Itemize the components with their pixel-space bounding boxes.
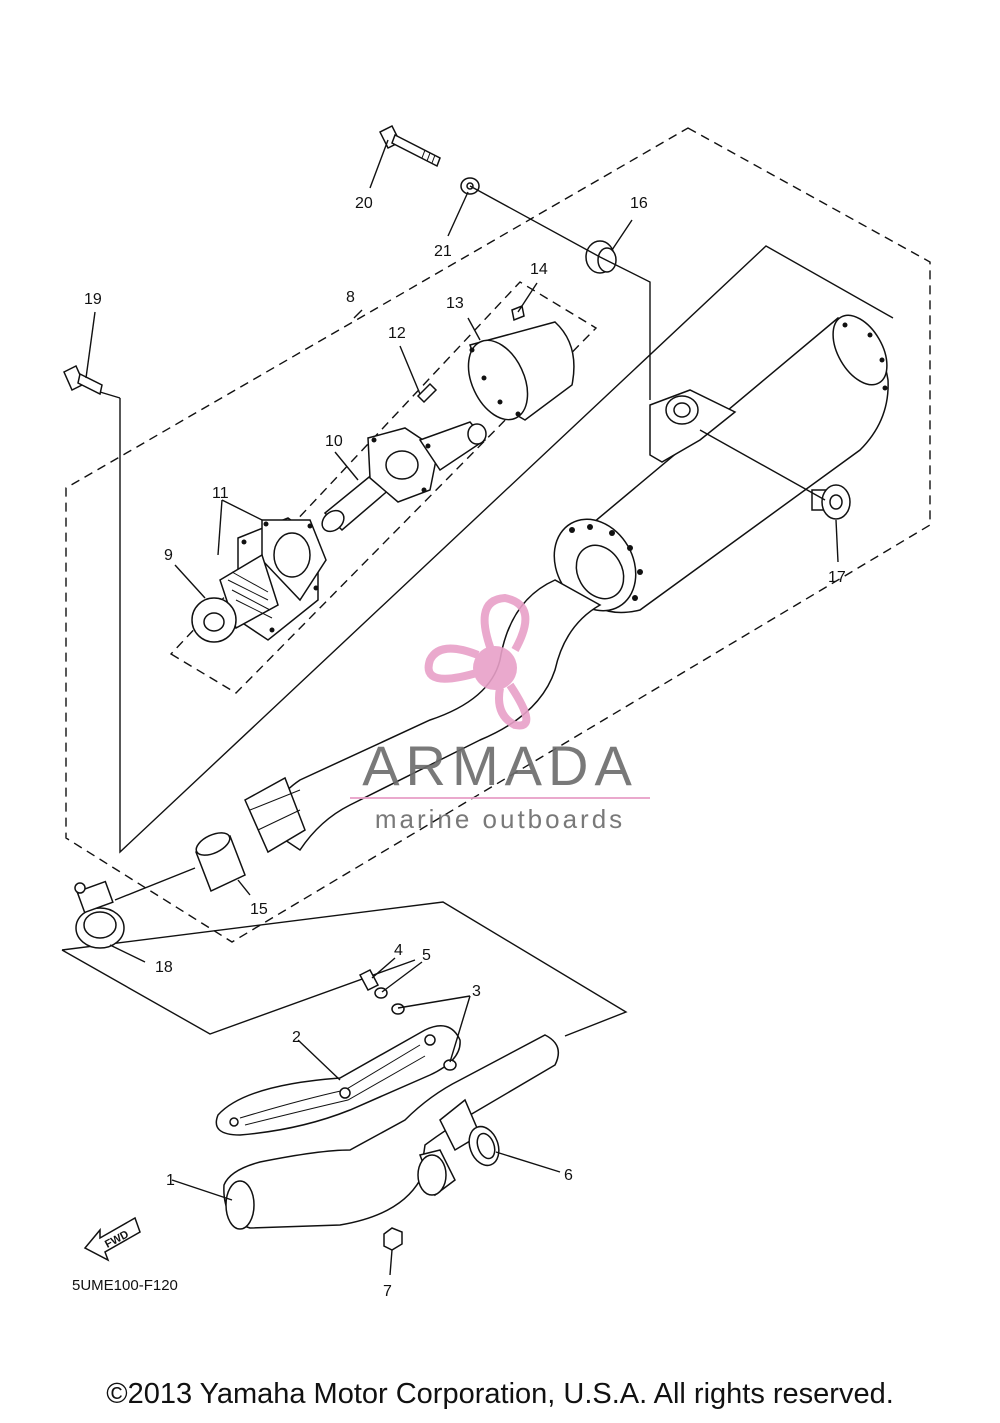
- part-label-7: 7: [383, 1283, 392, 1300]
- fwd-arrow-icon: FWD: [83, 1216, 141, 1262]
- armada-watermark: ARMADA marine outboards: [350, 593, 650, 834]
- part-label-18: 18: [155, 959, 173, 976]
- part-label-14: 14: [530, 261, 548, 278]
- collar-17: [811, 484, 851, 520]
- part-label-12: 12: [388, 325, 406, 342]
- part-labels: 1 2 3 4 5 6 7 8 9 10 11 12 13 14 15 16 1…: [84, 195, 846, 1300]
- bolt-4: [358, 969, 380, 991]
- brand-name: ARMADA: [362, 734, 638, 797]
- leader-lines: [85, 139, 839, 1276]
- nut-7: [383, 1227, 403, 1251]
- assembly-dashed-outline: [65, 127, 931, 943]
- bolt-19: [63, 364, 103, 396]
- part-label-9: 9: [164, 547, 173, 564]
- brand-tagline: marine outboards: [375, 804, 625, 834]
- part-label-15: 15: [250, 901, 268, 918]
- part-label-17: 17: [828, 569, 846, 586]
- bolt-20: [378, 124, 441, 168]
- muffler-group-outline: [119, 245, 894, 854]
- heat-protector: [215, 1025, 461, 1136]
- part-label-1: 1: [166, 1172, 175, 1189]
- part-label-21: 21: [434, 243, 452, 260]
- gasket-6: [468, 1125, 500, 1167]
- washers-3: [391, 1003, 457, 1071]
- part-label-19: 19: [84, 291, 102, 308]
- part-label-16: 16: [630, 195, 648, 212]
- inner-pipe: [321, 421, 487, 533]
- part-label-6: 6: [564, 1167, 573, 1184]
- copyright-notice: ©2013 Yamaha Motor Corporation, U.S.A. A…: [106, 1378, 894, 1410]
- screw-14: [511, 304, 525, 322]
- insert-group-outline: [169, 281, 598, 694]
- part-label-3: 3: [472, 983, 481, 1000]
- part-label-8: 8: [346, 289, 355, 306]
- diagram-code: 5UME100-F120: [72, 1277, 178, 1294]
- header-group-outline: [61, 901, 628, 1037]
- part-label-2: 2: [292, 1029, 301, 1046]
- part-label-11: 11: [212, 485, 229, 502]
- sleeve-gasket: [195, 832, 246, 893]
- part-label-4: 4: [394, 942, 403, 959]
- screw-12: [416, 382, 438, 404]
- part-label-10: 10: [325, 433, 343, 450]
- part-label-13: 13: [446, 295, 464, 312]
- spark-arrestor-insert: [191, 517, 327, 643]
- part-label-20: 20: [355, 195, 373, 212]
- fwd-label: FWD: [103, 1228, 131, 1250]
- muffler: [553, 314, 889, 614]
- part-label-5: 5: [422, 947, 431, 964]
- end-cap: [467, 321, 575, 421]
- header-group-outline-lower: [61, 949, 416, 1035]
- clamp: [74, 880, 125, 949]
- propeller-logo-icon: [424, 593, 531, 730]
